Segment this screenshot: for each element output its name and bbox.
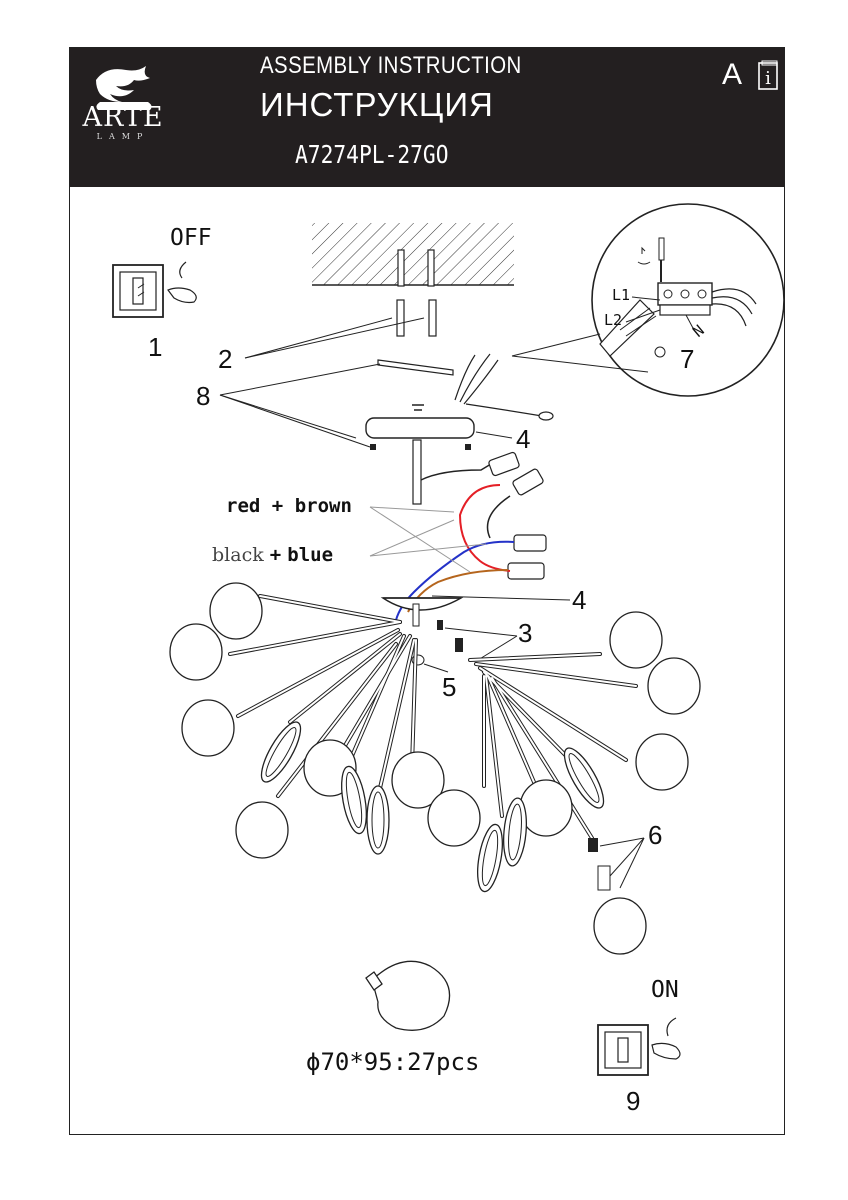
step-4-label-top: 4	[516, 424, 531, 454]
language-letter: A	[722, 58, 743, 91]
model-number: A7274PL-27GO	[295, 140, 449, 169]
step-6-label: 6	[648, 820, 663, 850]
plus-1: +	[271, 495, 284, 517]
page-frame	[69, 47, 785, 1135]
step-7-label: 7	[680, 344, 695, 374]
l1-label: L1	[612, 286, 631, 304]
step-1-label: 1	[148, 332, 163, 362]
bulb-spec-text: ϕ70*95:27pcs	[306, 1048, 480, 1076]
step-9-label: 9	[626, 1086, 641, 1116]
title-ru: ИНСТРУКЦИЯ	[260, 86, 494, 123]
step-3-label: 3	[518, 618, 533, 648]
plus-2: +	[269, 544, 282, 566]
step-5-label: 5	[442, 672, 457, 702]
terminal-block	[657, 282, 713, 316]
on-label: ON	[651, 977, 679, 1003]
brand-name: ARTE	[82, 102, 164, 133]
info-book-icon: i	[758, 60, 778, 90]
black-word: black	[212, 544, 264, 566]
red-brown-label: red + brown	[226, 495, 352, 517]
ceiling-hatch	[312, 223, 514, 285]
red-word: red	[226, 495, 261, 517]
step-8-label: 8	[196, 381, 211, 411]
step-2-label: 2	[218, 344, 233, 374]
bulbs	[169, 582, 701, 955]
l2-label: L2	[604, 311, 623, 329]
black-blue-label: black + blue	[212, 544, 333, 566]
screwdriver-icon	[637, 237, 665, 282]
svg-text:i: i	[765, 68, 771, 89]
header-bar: ARTE LAMP ASSEMBLY INSTRUCTION ИНСТРУКЦИ…	[70, 48, 784, 187]
brown-word: brown	[294, 495, 352, 517]
off-label: OFF	[170, 225, 212, 251]
switch-off-icon	[112, 261, 197, 318]
bulb-spec-drawing	[365, 960, 451, 1031]
step-4-label-bottom: 4	[572, 585, 587, 615]
arte-lion-logo	[96, 66, 152, 110]
title-en: ASSEMBLY INSTRUCTION	[260, 52, 522, 79]
brand-sub: LAMP	[96, 132, 150, 141]
switch-on-icon	[597, 1017, 681, 1076]
blue-word: blue	[287, 544, 334, 566]
